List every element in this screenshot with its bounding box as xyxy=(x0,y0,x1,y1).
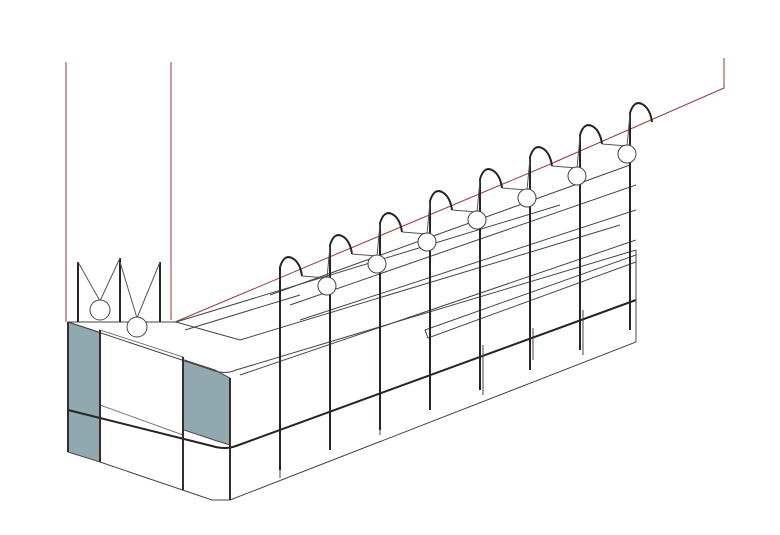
lamp-arch xyxy=(529,146,553,167)
pendant-lamp xyxy=(601,102,653,330)
lamp-cable xyxy=(119,261,138,319)
front-pendant-lamps xyxy=(77,257,161,338)
lamp-cable xyxy=(77,261,101,302)
lamp-arch xyxy=(479,168,503,189)
pendant-lamp xyxy=(119,261,161,338)
lamp-bulb xyxy=(417,232,437,252)
lamp-arch xyxy=(329,234,353,255)
pendant-lamp xyxy=(401,190,453,410)
lamp-arch xyxy=(379,212,403,233)
lamp-arch xyxy=(629,102,653,123)
lamp-bulb xyxy=(467,210,487,230)
lamp-cable xyxy=(526,157,531,191)
lamp-cable xyxy=(626,113,631,147)
front-panel xyxy=(67,321,231,463)
lamp-bulb xyxy=(317,276,337,296)
lamp-bulb xyxy=(567,166,587,186)
lamp-bulb xyxy=(89,299,111,321)
lamp-bulb xyxy=(126,316,148,338)
pendant-lamp xyxy=(77,257,121,321)
pendant-lamp xyxy=(501,146,553,370)
lamp-arch xyxy=(579,124,603,145)
lamp-cable xyxy=(426,201,431,235)
lamp-arch xyxy=(279,256,303,277)
pendant-lamp xyxy=(279,256,303,470)
guide-lines xyxy=(65,58,725,323)
lamp-bulb xyxy=(617,144,637,164)
rear-pendant-lamps xyxy=(279,102,653,470)
lamp-bulb xyxy=(367,254,387,274)
pendant-lamp xyxy=(301,234,353,450)
pendant-lamp xyxy=(351,212,403,430)
lamp-cable xyxy=(376,223,381,257)
lamp-cable xyxy=(326,245,331,279)
lamp-cable xyxy=(99,257,121,302)
lamp-bulb xyxy=(517,188,537,208)
pendant-lamp xyxy=(551,124,603,350)
lamp-cable xyxy=(476,179,481,213)
lamp-arch xyxy=(429,190,453,211)
lamp-cable xyxy=(136,261,161,319)
lamp-cable xyxy=(576,135,581,169)
counter-body xyxy=(67,164,637,501)
pendant-lamp xyxy=(451,168,503,390)
